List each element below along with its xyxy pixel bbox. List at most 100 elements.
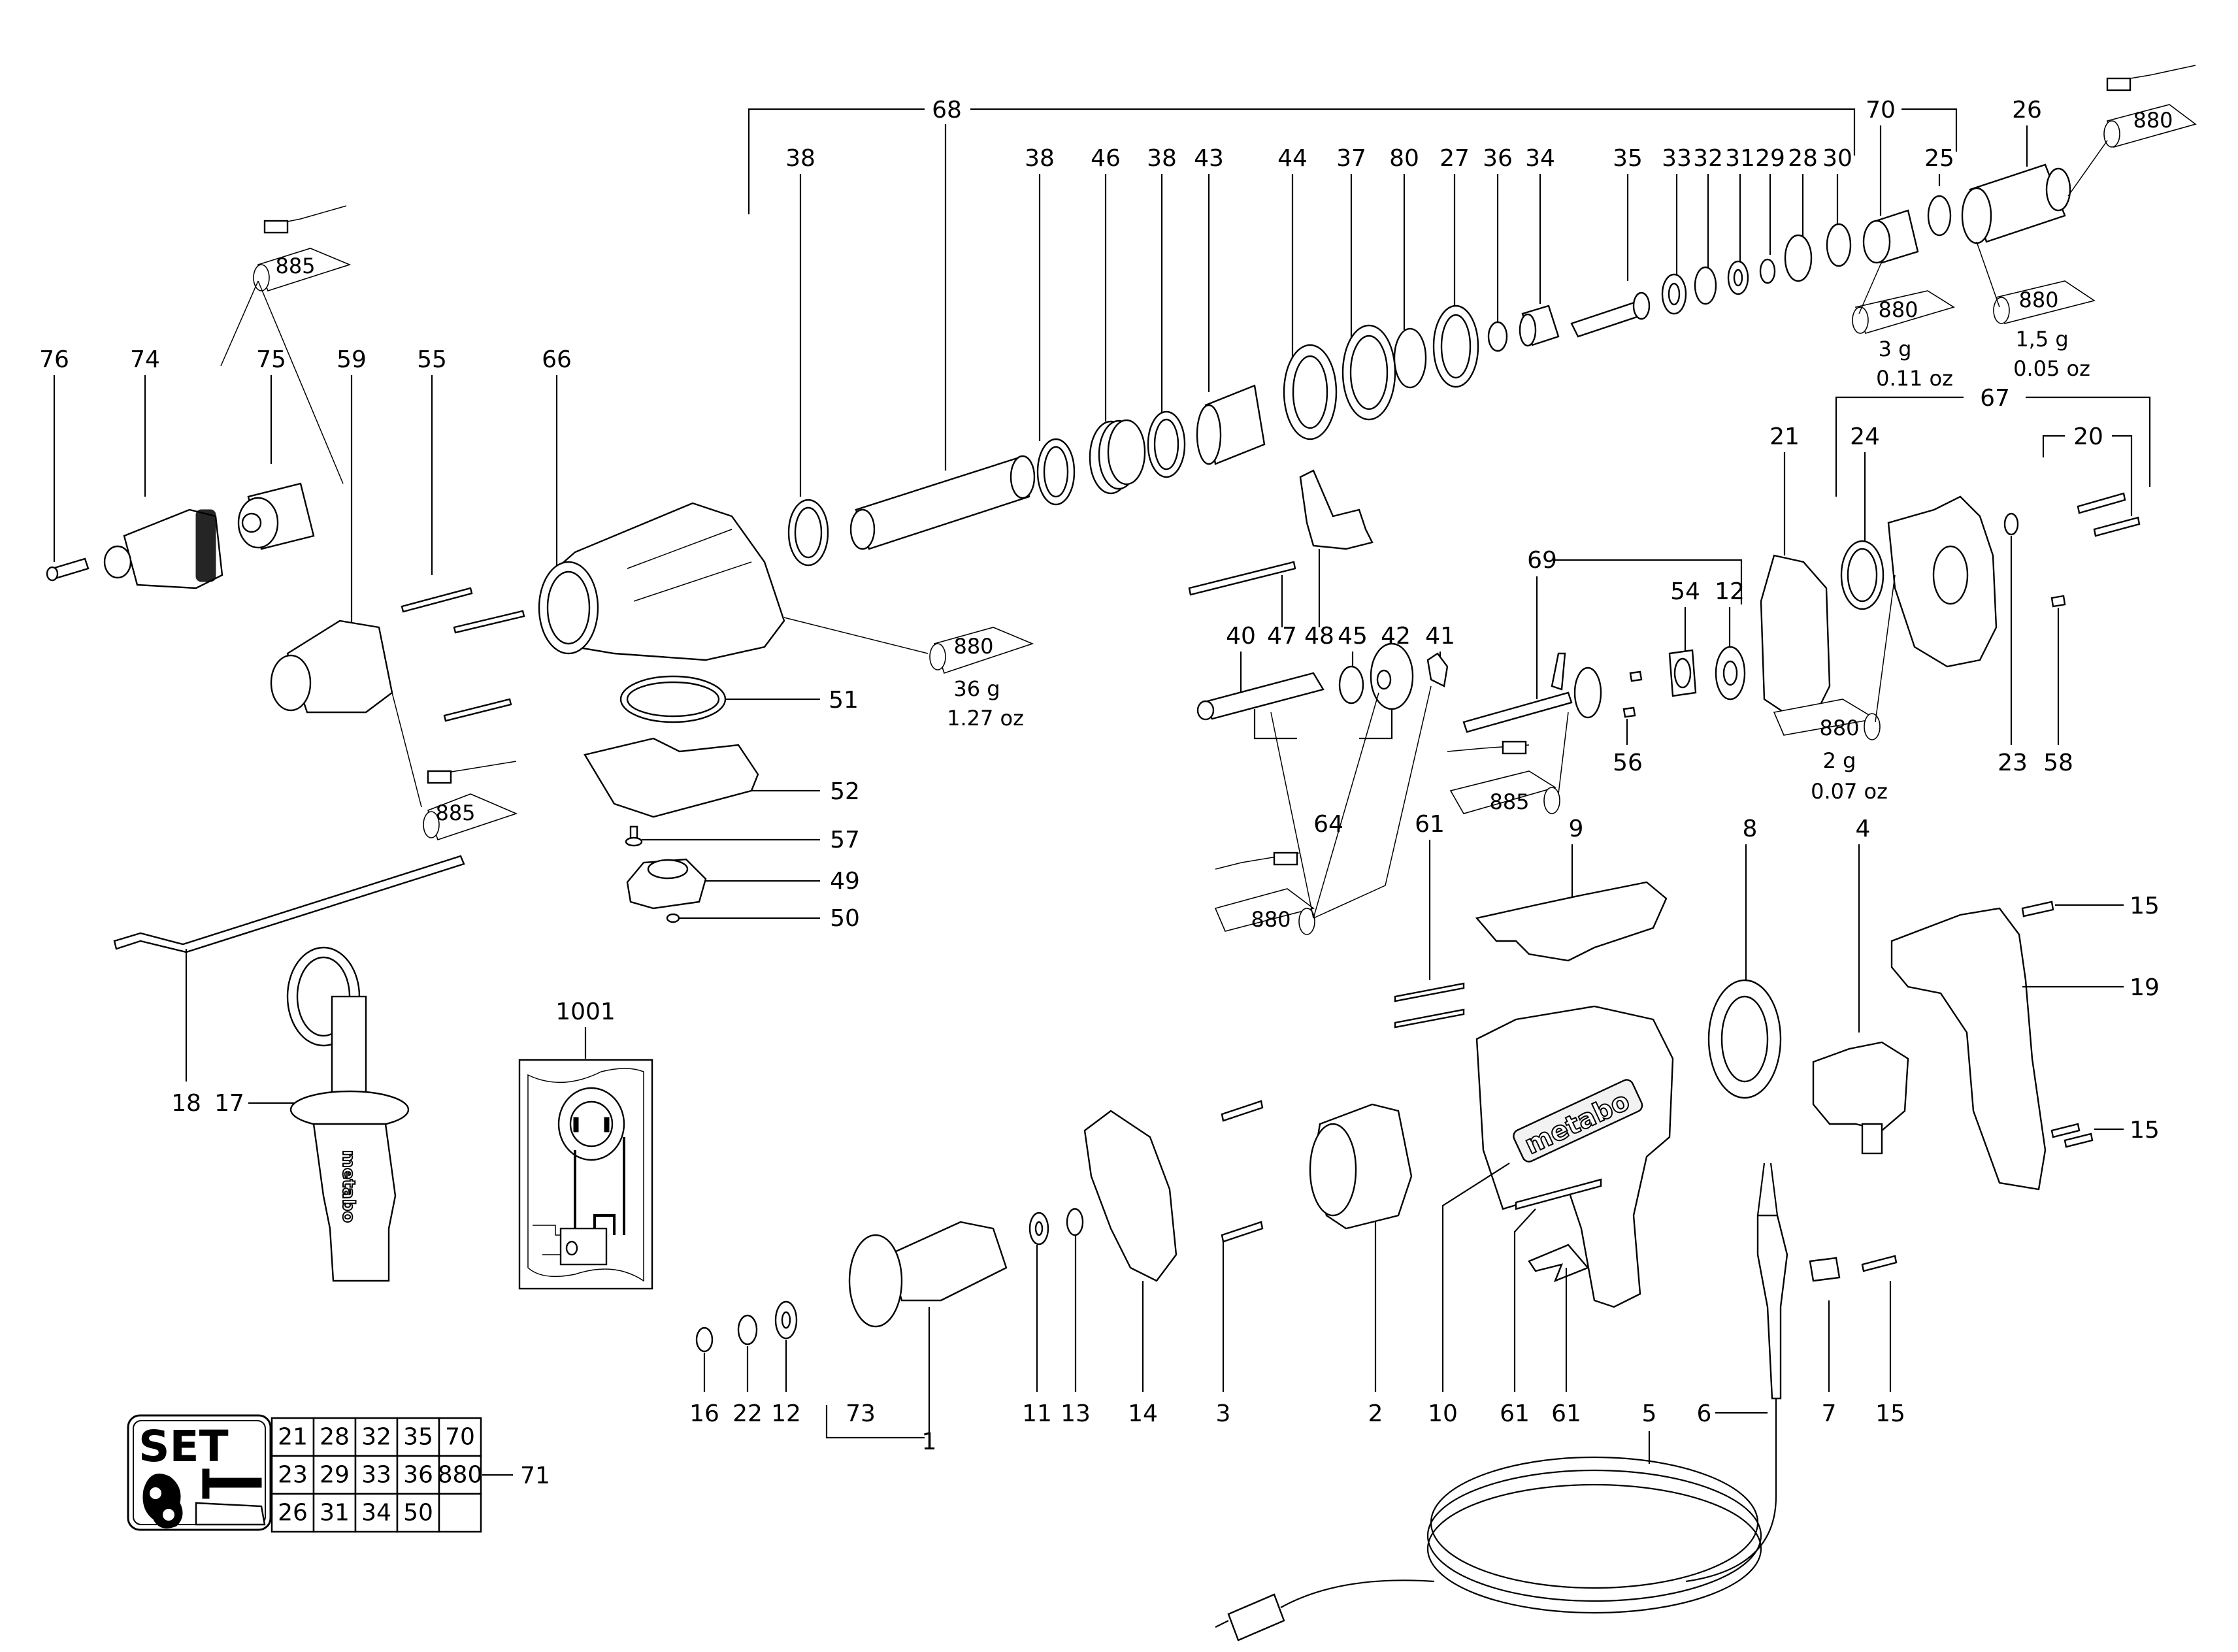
set-callout-71[interactable]: 71	[520, 1462, 550, 1489]
callout-4[interactable]: 4	[1856, 816, 1871, 842]
callout-57[interactable]: 57	[830, 827, 860, 853]
callout-3[interactable]: 3	[1216, 1400, 1231, 1427]
callout-38-a[interactable]: 38	[785, 145, 815, 172]
callout-64[interactable]: 64	[1313, 811, 1343, 838]
callout-38-c[interactable]: 38	[1147, 145, 1177, 172]
power-cord	[1215, 1163, 1898, 1642]
callout-26[interactable]: 26	[2012, 97, 2042, 124]
callout-17[interactable]: 17	[214, 1090, 244, 1117]
callout-24[interactable]: 24	[1850, 423, 1880, 450]
callout-12-top[interactable]: 12	[1715, 578, 1745, 605]
callout-40[interactable]: 40	[1226, 623, 1256, 650]
callout-46[interactable]: 46	[1091, 145, 1121, 172]
callout-27[interactable]: 27	[1440, 145, 1470, 172]
callout-51[interactable]: 51	[829, 687, 859, 714]
callout-11[interactable]: 11	[1022, 1400, 1052, 1427]
ring-30	[1826, 223, 1852, 267]
callout-45[interactable]: 45	[1338, 623, 1368, 650]
ring-13	[1066, 1208, 1084, 1236]
callout-59[interactable]: 59	[337, 346, 367, 373]
callout-7[interactable]: 7	[1822, 1400, 1837, 1427]
cable-clamp-7	[1809, 1257, 1841, 1282]
callout-38-b[interactable]: 38	[1025, 145, 1055, 172]
callout-67[interactable]: 67	[1980, 385, 2010, 412]
callout-66[interactable]: 66	[542, 346, 572, 373]
callout-41[interactable]: 41	[1425, 623, 1455, 650]
callout-13[interactable]: 13	[1061, 1400, 1091, 1427]
screw-3-a	[1221, 1100, 1264, 1122]
callout-30[interactable]: 30	[1822, 145, 1852, 172]
callout-70[interactable]: 70	[1866, 97, 1896, 124]
callout-15-top[interactable]: 15	[2130, 893, 2160, 919]
callout-9[interactable]: 9	[1569, 816, 1584, 842]
middle-right-parts: 9 8 4	[1475, 816, 1909, 1155]
callout-18[interactable]: 18	[171, 1090, 201, 1117]
callout-35[interactable]: 35	[1613, 145, 1643, 172]
callout-19[interactable]: 19	[2130, 974, 2160, 1001]
callout-58[interactable]: 58	[2043, 750, 2073, 776]
callout-56[interactable]: 56	[1613, 750, 1643, 776]
screw-56-a	[1629, 670, 1643, 682]
callout-15-bottom[interactable]: 15	[1875, 1400, 1905, 1427]
callout-6[interactable]: 6	[1697, 1400, 1712, 1427]
callout-50[interactable]: 50	[830, 905, 860, 932]
callout-32[interactable]: 32	[1693, 145, 1723, 172]
screw-55-b	[453, 610, 525, 634]
plug	[1227, 1593, 1285, 1642]
grease-code: 880	[2133, 108, 2173, 133]
callout-16[interactable]: 16	[689, 1400, 719, 1427]
callout-80[interactable]: 80	[1389, 145, 1419, 172]
gear-housing-66	[548, 502, 785, 661]
callout-61-a[interactable]: 61	[1500, 1400, 1530, 1427]
callout-28[interactable]: 28	[1788, 145, 1818, 172]
screw-15-b	[2064, 1132, 2094, 1148]
callout-25[interactable]: 25	[1924, 145, 1954, 172]
set-table-part-number: 32	[361, 1424, 391, 1451]
callout-36[interactable]: 36	[1483, 145, 1513, 172]
callout-54[interactable]: 54	[1670, 578, 1700, 605]
callout-1001[interactable]: 1001	[555, 999, 616, 1025]
callout-5[interactable]: 5	[1642, 1400, 1657, 1427]
callout-76[interactable]: 76	[39, 346, 69, 373]
callout-61-b[interactable]: 61	[1551, 1400, 1581, 1427]
callout-75[interactable]: 75	[256, 346, 286, 373]
callout-1[interactable]: 1	[922, 1429, 937, 1455]
grease-code: 880	[2018, 288, 2058, 312]
callout-33[interactable]: 33	[1662, 145, 1692, 172]
handle-neck	[331, 995, 367, 1109]
bottom-row-labels: 16 22 12 73 11 13 14 3 2 10 61 61 5 6 7 …	[689, 1163, 1905, 1464]
callout-55[interactable]: 55	[417, 346, 447, 373]
callout-2[interactable]: 2	[1368, 1400, 1383, 1427]
callout-8[interactable]: 8	[1743, 816, 1758, 842]
callout-10[interactable]: 10	[1428, 1400, 1458, 1427]
washer-29	[1759, 258, 1776, 284]
callout-29[interactable]: 29	[1755, 145, 1785, 172]
callout-23[interactable]: 23	[1998, 750, 2028, 776]
callout-52[interactable]: 52	[830, 778, 860, 805]
callout-14[interactable]: 14	[1128, 1400, 1158, 1427]
callout-69[interactable]: 69	[1527, 547, 1557, 574]
callout-34[interactable]: 34	[1525, 145, 1555, 172]
callout-44[interactable]: 44	[1277, 145, 1308, 172]
callout-22[interactable]: 22	[732, 1400, 763, 1427]
callout-20[interactable]: 20	[2073, 423, 2103, 450]
callout-61-top[interactable]: 61	[1415, 811, 1445, 838]
grease-amount-oz: 0.05 oz	[2013, 356, 2090, 381]
spindle-parts	[787, 163, 2071, 567]
callout-12-bottom[interactable]: 12	[771, 1400, 801, 1427]
callout-37[interactable]: 37	[1336, 145, 1366, 172]
callout-73[interactable]: 73	[846, 1400, 876, 1427]
callout-68[interactable]: 68	[932, 97, 962, 124]
callout-74[interactable]: 74	[130, 346, 160, 373]
bracket-69: 69	[1462, 547, 1743, 733]
callout-43[interactable]: 43	[1194, 145, 1224, 172]
grease-tube-885-shaft: 885	[1447, 712, 1569, 814]
set-table-cell	[312, 1455, 357, 1495]
callout-49[interactable]: 49	[830, 868, 860, 895]
callout-21[interactable]: 21	[1769, 423, 1800, 450]
callout-31[interactable]: 31	[1725, 145, 1755, 172]
callout-15-mid[interactable]: 15	[2130, 1117, 2160, 1144]
cover-52	[584, 737, 759, 818]
countershaft-40	[1201, 672, 1325, 720]
